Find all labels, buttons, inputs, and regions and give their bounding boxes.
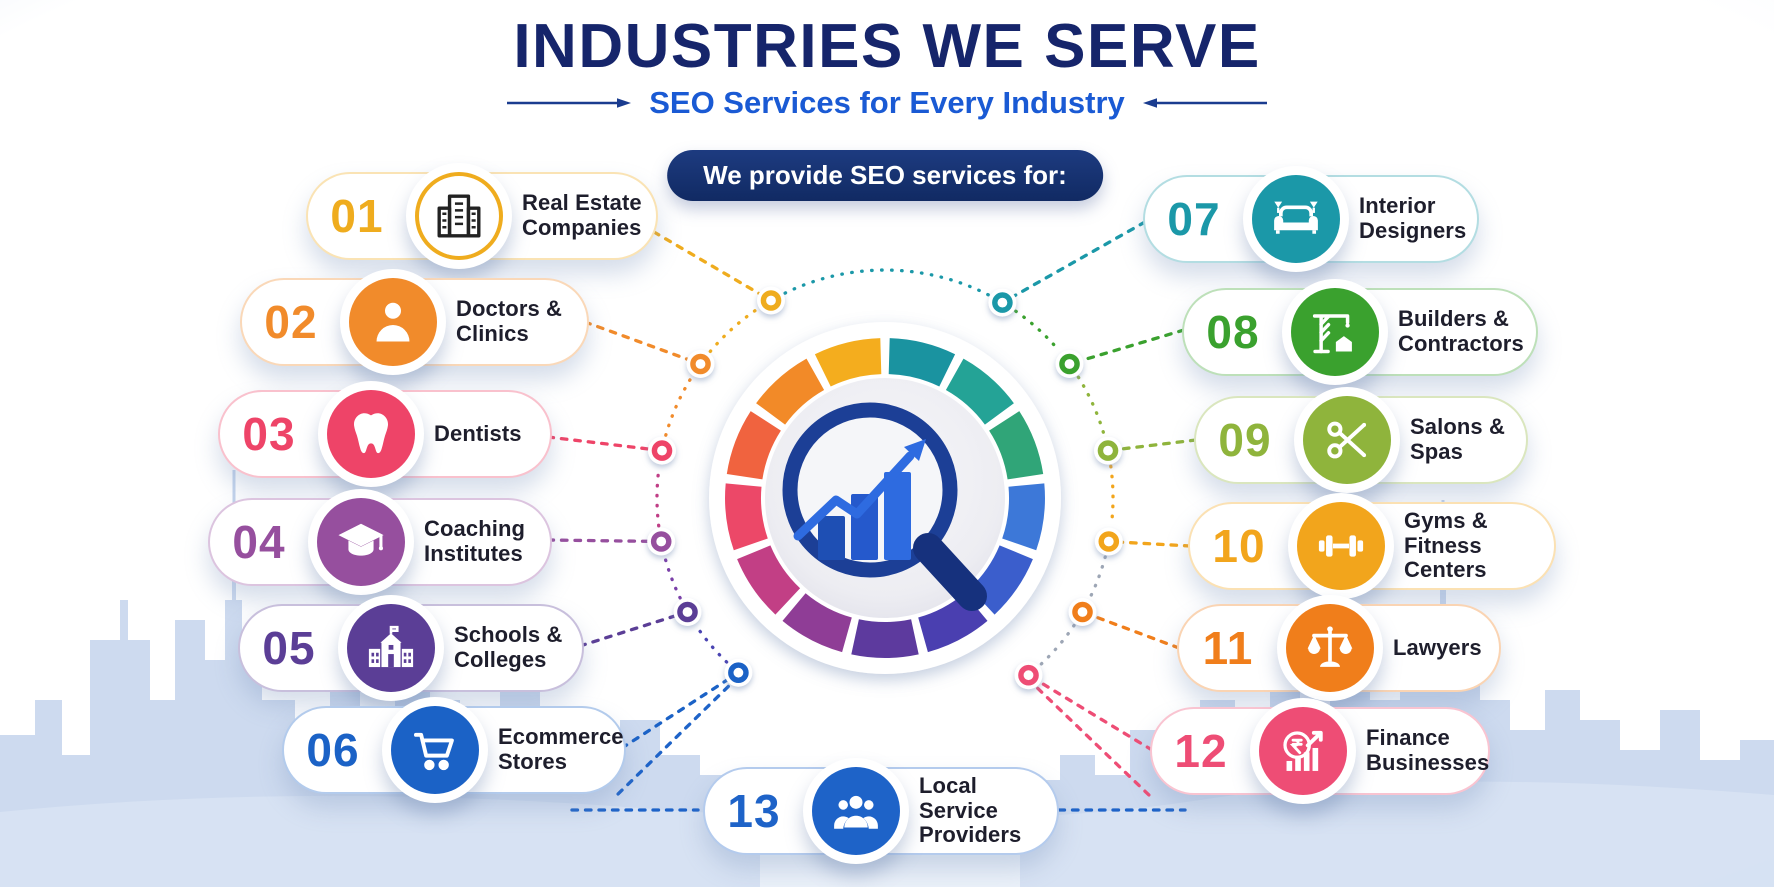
item-number: 07 <box>1167 193 1221 245</box>
tooth-icon <box>327 390 415 478</box>
item-icon-circle <box>382 697 488 803</box>
orbit-node-09 <box>1094 436 1122 465</box>
orbit-node-01 <box>757 286 785 315</box>
item-label: Interior Designers <box>1359 193 1467 243</box>
item-icon-circle <box>803 758 909 864</box>
orbit-node-10 <box>1094 527 1123 556</box>
item-number: 01 <box>330 190 384 242</box>
industry-item-03-dentists: 03 Dentists <box>218 381 552 487</box>
orbit-node-05 <box>673 598 702 626</box>
item-label: Doctors & Clinics <box>456 296 563 346</box>
orbit-node-02 <box>686 350 715 378</box>
item-icon-circle <box>1243 166 1349 272</box>
item-number: 02 <box>264 296 318 348</box>
item-label: Coaching Institutes <box>424 516 526 566</box>
scissors-icon <box>1303 396 1391 484</box>
item-label: Ecommerce Stores <box>498 724 624 774</box>
item-number: 10 <box>1212 520 1266 572</box>
industry-item-04-coaching-institutes: 04 Coaching Institutes <box>208 489 552 595</box>
item-icon-circle <box>338 595 444 701</box>
item-label: Lawyers <box>1393 634 1482 660</box>
item-icon-circle <box>1288 493 1394 599</box>
industry-item-07-interior-designers: 07 Interior Designers <box>1143 166 1479 272</box>
item-number: 09 <box>1218 414 1272 466</box>
orbit-node-03 <box>648 436 676 465</box>
item-number: 06 <box>306 724 360 776</box>
item-number: 03 <box>242 408 296 460</box>
industry-item-05-schools-colleges: 05 Schools & Colleges <box>238 595 584 701</box>
building-icon <box>415 172 503 260</box>
item-label: Salons & Spas <box>1410 414 1505 464</box>
industry-item-02-doctors-clinics: 02 Doctors & Clinics <box>240 269 589 375</box>
item-icon-circle <box>1250 698 1356 804</box>
scales-icon <box>1286 604 1374 692</box>
subtitle-arrow-left-icon <box>507 98 632 108</box>
item-icon-circle <box>406 163 512 269</box>
page-subtitle: SEO Services for Every Industry <box>649 85 1125 121</box>
page-title: INDUSTRIES WE SERVE <box>513 12 1261 81</box>
industry-item-09-salons-spas: 09 Salons & Spas <box>1194 387 1528 493</box>
seo-magnifier-chart-icon <box>782 402 987 611</box>
orbit-node-12 <box>1014 661 1043 690</box>
seo-hub <box>709 322 1061 674</box>
industry-item-11-lawyers: 11 Lawyers <box>1177 595 1501 701</box>
graduation-cap-icon <box>317 498 405 586</box>
doctor-icon <box>349 278 437 366</box>
item-icon-circle <box>340 269 446 375</box>
item-icon-circle <box>1294 387 1400 493</box>
item-label: Finance Businesses <box>1366 725 1490 775</box>
intro-badge: We provide SEO services for: <box>667 150 1103 201</box>
finance-icon <box>1259 707 1347 795</box>
sofa-icon <box>1252 175 1340 263</box>
orbit-node-06 <box>724 658 753 687</box>
industry-item-13-local-service-providers: 13 Local Service Providers <box>703 758 1059 864</box>
item-label: Real Estate Companies <box>522 190 642 240</box>
crane-icon <box>1291 288 1379 376</box>
item-number: 04 <box>232 516 286 568</box>
item-label: Schools & Colleges <box>454 622 563 672</box>
industry-item-12-finance-businesses: 12 Finance Businesses <box>1150 698 1490 804</box>
orbit-node-07 <box>988 288 1017 317</box>
subtitle-arrow-right-icon <box>1142 98 1267 108</box>
industry-item-01-real-estate-companies: 01 Real Estate Companies <box>306 163 658 269</box>
item-icon-circle <box>1282 279 1388 385</box>
item-number: 11 <box>1202 622 1254 674</box>
school-icon <box>347 604 435 692</box>
item-icon-circle <box>1277 595 1383 701</box>
orbit-node-04 <box>647 527 676 556</box>
item-number: 08 <box>1206 306 1260 358</box>
industry-item-06-ecommerce-stores: 06 Ecommerce Stores <box>282 697 626 803</box>
people-icon <box>812 767 900 855</box>
item-label: Dentists <box>434 420 522 446</box>
header: INDUSTRIES WE SERVE SEO Services for Eve… <box>0 14 1774 121</box>
item-icon-circle <box>308 489 414 595</box>
item-number: 05 <box>262 622 316 674</box>
cart-icon <box>391 706 479 794</box>
orbit-node-08 <box>1055 350 1084 378</box>
dumbbell-icon <box>1297 502 1385 590</box>
industry-item-08-builders-contractors: 08 Builders & Contractors <box>1182 279 1538 385</box>
orbit-node-11 <box>1068 598 1097 626</box>
item-icon-circle <box>318 381 424 487</box>
item-label: Builders & Contractors <box>1398 306 1524 356</box>
item-number: 12 <box>1174 725 1228 777</box>
industry-item-10-gyms-fitness-centers: 10 Gyms & Fitness Centers <box>1188 493 1556 599</box>
item-label: Local Service Providers <box>919 772 1022 848</box>
item-label: Gyms & Fitness Centers <box>1404 507 1488 583</box>
item-number: 13 <box>727 785 781 837</box>
